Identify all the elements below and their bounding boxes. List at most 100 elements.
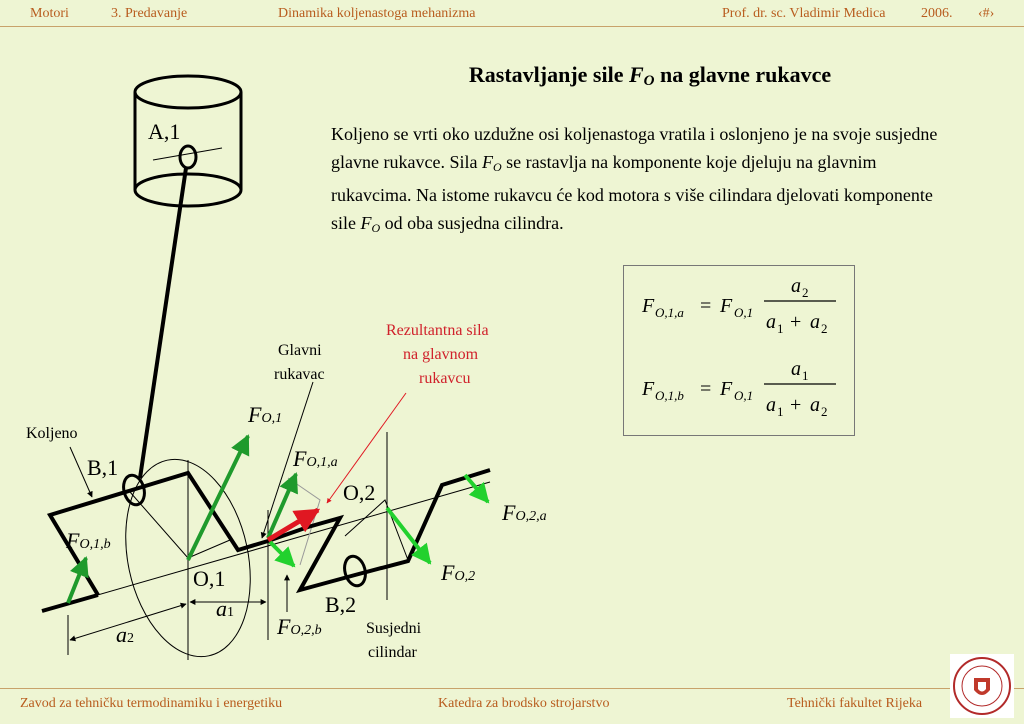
label-dim-a2-symbol: a [116, 622, 127, 647]
label-koljeno: Koljeno [26, 425, 78, 442]
label-dim-a2: a2 [116, 622, 134, 648]
cylinder [133, 74, 243, 208]
crank-pin-b1 [122, 473, 146, 507]
slide-header: Motori 3. Predavanje Dinamika koljenasto… [0, 0, 1024, 26]
label-b1: B,1 [87, 455, 119, 480]
piston-pin-line [152, 147, 223, 161]
force-fo1b-arrow [66, 556, 89, 604]
parallelogram-lines [287, 477, 321, 566]
title-suffix: na glavne rukavce [654, 62, 832, 87]
force-fo1-arrow [186, 434, 250, 561]
label-fo2b: FO,2,b [277, 614, 322, 640]
label-resultant-1: Rezultantna sila [386, 322, 489, 339]
para-symbol1: F [481, 152, 493, 172]
formula-box: F O,1,a = F O,1 a 2 a 1 + a 2 F O,1,b = … [623, 265, 855, 436]
dimension-a2 [69, 602, 187, 642]
description-paragraph: Koljeno se vrti oko uzdužne osi koljenas… [331, 120, 951, 242]
resultant-force-arrow [266, 507, 321, 543]
force-fo2a-arrow [463, 473, 490, 504]
crankshaft-axis [41, 481, 491, 612]
f1-den-b-sub: 2 [821, 321, 828, 336]
f2-den-b-sub: 2 [821, 404, 828, 419]
title-prefix: Rastavljanje sile [468, 62, 629, 87]
footer-left: Zavod za tehničku termodinamiku i energe… [20, 696, 283, 711]
f2-den-a: a [766, 394, 776, 416]
leader-glavni-rukavac [260, 381, 314, 539]
f2-eq: = [700, 378, 711, 400]
footer-divider [0, 688, 1024, 689]
label-dim-a2-sub: 2 [127, 631, 134, 646]
label-fo1-sub: O,1 [261, 411, 283, 426]
para-part2: se rastavlja na komponente koje djeluju … [331, 152, 933, 233]
label-fo1a: FO,1,a [293, 446, 338, 472]
f2-lhs-sub: O,1,b [655, 388, 684, 403]
f1-den-b: a [810, 311, 820, 333]
f1-rhs: F [719, 295, 733, 317]
label-fo2-sub: O,2 [454, 569, 476, 584]
force-fo1a-arrow [266, 472, 298, 539]
f2-num-sub: 1 [802, 368, 809, 383]
header-lecture: 3. Predavanje [111, 6, 188, 21]
label-fo1a-sub: O,1,a [306, 455, 338, 470]
f1-lhs: F [641, 295, 655, 317]
label-dim-a1: a1 [216, 596, 234, 622]
header-topic: Dinamika koljenastoga mehanizma [278, 6, 476, 21]
header-divider [0, 26, 1024, 27]
label-fo2b-symbol: F [277, 614, 291, 639]
crank-pin-b2 [343, 554, 367, 588]
f1-num: a [791, 275, 801, 297]
label-o2: O,2 [343, 480, 376, 505]
f2-rhs: F [719, 378, 733, 400]
f1-eq: = [700, 295, 711, 317]
f2-den-plus: + [790, 394, 801, 416]
label-fo2a: FO,2,a [502, 500, 547, 526]
header-page-number: ‹#› [978, 6, 995, 21]
header-author: Prof. dr. sc. Vladimir Medica [722, 6, 886, 21]
piston-pin-a1 [178, 144, 198, 170]
formula-svg: F O,1,a = F O,1 a 2 a 1 + a 2 F O,1,b = … [641, 275, 836, 419]
f1-den-plus: + [790, 311, 801, 333]
footer-center: Katedra za brodsko strojarstvo [438, 696, 610, 711]
label-fo2a-symbol: F [502, 500, 516, 525]
f2-rhs-sub: O,1 [734, 388, 753, 403]
footer-right: Tehnički fakultet Rijeka [787, 696, 923, 711]
label-fo2: FO,2 [441, 560, 475, 586]
label-fo1a-symbol: F [293, 446, 307, 471]
label-dim-a1-sub: 1 [227, 605, 234, 620]
force-fo2b-arrow [268, 540, 296, 568]
label-fo1: FO,1 [248, 402, 282, 428]
para-part1: Koljeno se vrti oko uzdužne osi koljenas… [331, 124, 938, 172]
f1-den-a: a [766, 311, 776, 333]
label-resultant-3: rukavcu [419, 370, 471, 387]
f1-lhs-sub: O,1,a [655, 305, 684, 320]
para-sub2: O [371, 221, 381, 235]
leader-resultant [326, 392, 407, 504]
label-fo1b-sub: O,1,b [79, 537, 111, 552]
faculty-seal-svg [953, 657, 1011, 715]
connecting-rod [138, 167, 188, 479]
f2-den-a-sub: 1 [777, 404, 784, 419]
f2-num: a [791, 358, 801, 380]
title-subscript: O [643, 73, 655, 89]
label-o1: O,1 [193, 566, 226, 591]
f1-rhs-sub: O,1 [734, 305, 753, 320]
leader-koljeno [69, 446, 93, 498]
label-fo1b-symbol: F [66, 528, 80, 553]
label-resultant-2: na glavnom [403, 346, 479, 363]
slide-title: Rastavljanje sile FO na glavne rukavce [400, 62, 900, 90]
header-year: 2006. [921, 6, 953, 21]
para-sub1: O [492, 160, 502, 174]
label-fo2a-sub: O,2,a [515, 509, 547, 524]
label-dim-a1-symbol: a [216, 596, 227, 621]
label-fo2-symbol: F [441, 560, 455, 585]
label-cilindar: cilindar [368, 644, 417, 661]
faculty-seal-icon [950, 654, 1014, 718]
label-glavni: Glavni [278, 342, 322, 359]
f2-den-b: a [810, 394, 820, 416]
f2-lhs: F [641, 378, 655, 400]
label-fo1-symbol: F [248, 402, 262, 427]
label-susjedni: Susjedni [366, 620, 422, 637]
label-b2: B,2 [325, 592, 357, 617]
header-course: Motori [30, 6, 69, 21]
